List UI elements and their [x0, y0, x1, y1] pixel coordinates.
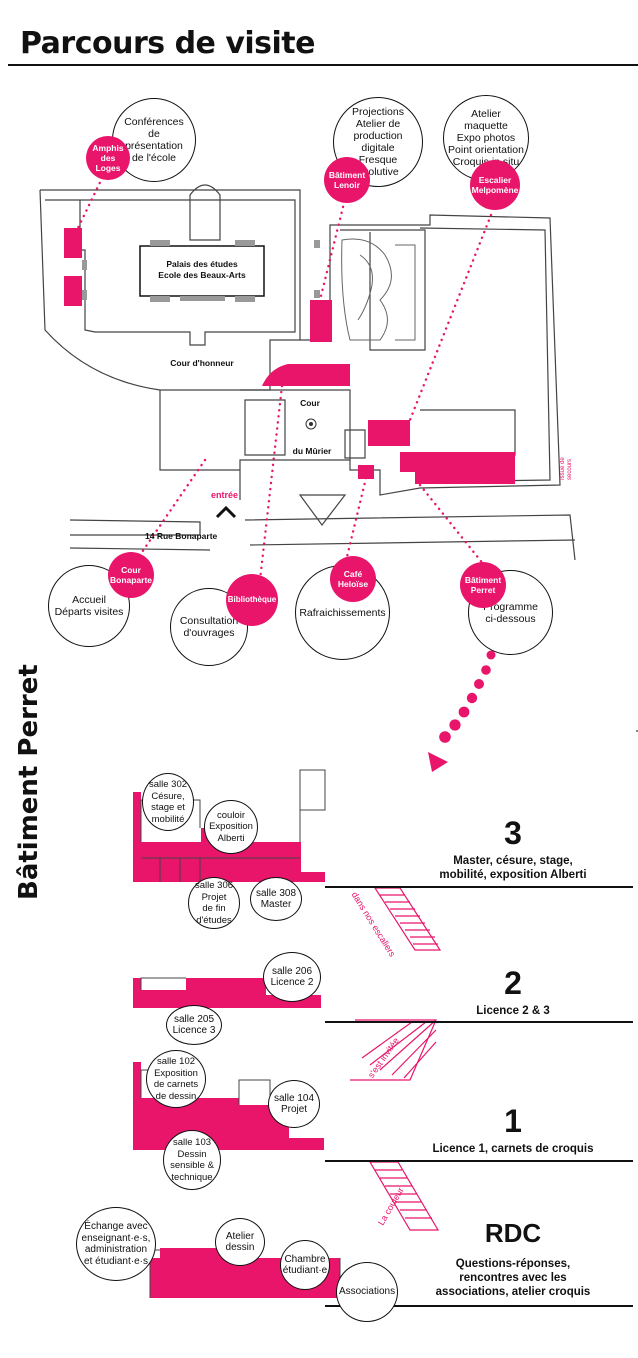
floor-3-number: 3	[504, 815, 522, 851]
page-title: Parcours de visite	[20, 26, 316, 61]
floor-rdc-desc: Questions-réponses, rencontres avec les …	[435, 1258, 591, 1298]
stop-bibliotheque-dot[interactable]: Bibliothèque	[226, 574, 278, 626]
room-205: salle 205 Licence 3	[166, 1005, 222, 1045]
stop-amphis-info: Conférences de présentation de l'école	[112, 98, 196, 182]
room-atelier-dessin: Atelier dessin	[215, 1218, 265, 1266]
room-302: salle 302 Césure, stage et mobilité	[142, 773, 194, 831]
stop-melpomene-info: Atelier maquette Expo photos Point orien…	[443, 95, 529, 181]
stop-perret-info: Programme ci-dessous	[468, 570, 553, 655]
cour-honneur-label: Cour d'honneur	[170, 358, 234, 368]
floor-2-desc: Licence 2 & 3	[476, 1005, 550, 1017]
stop-bibliotheque-info: Consultation d'ouvrages	[170, 588, 248, 666]
room-308: salle 308 Master	[250, 877, 302, 921]
title-rule	[8, 64, 638, 66]
cour-label: Cour	[300, 398, 320, 408]
stop-lenoir-dot[interactable]: Bâtiment Lenoir	[324, 157, 370, 203]
room-306: salle 306 Projet de fin d'études	[188, 877, 240, 929]
stop-cafe-dot[interactable]: Café Heloïse	[330, 556, 376, 602]
stop-amphis-dot[interactable]: Amphis des Loges	[86, 136, 130, 180]
room-chambre: Chambre étudiant·e	[280, 1240, 330, 1290]
room-associations: Associations	[336, 1262, 398, 1322]
rue-label: 14 Rue Bonaparte	[145, 531, 218, 541]
stop-lenoir-info: Projections Atelier de production digita…	[333, 97, 423, 187]
floor-rdc-rule	[325, 1305, 633, 1307]
entree-label: entrée	[211, 490, 239, 500]
room-206: salle 206 Licence 2	[263, 952, 321, 1002]
issue-label: Issue de secours	[560, 457, 573, 480]
murier-label: du Mûrier	[292, 446, 332, 456]
floor-2-rule	[325, 1021, 633, 1023]
stop-perret-dot[interactable]: Bâtiment Perret	[460, 562, 506, 608]
room-102: salle 102 Exposition de carnets de dessi…	[146, 1050, 206, 1108]
room-echange: Échange avec enseignant·e·s, administrat…	[76, 1207, 156, 1281]
floor-1-rule	[325, 1160, 633, 1162]
stop-bonaparte-dot[interactable]: Cour Bonaparte	[108, 552, 154, 598]
floor-3-desc: Master, césure, stage, mobilité, exposit…	[439, 855, 587, 881]
floor-rdc-number: RDC	[484, 1218, 542, 1248]
room-103: salle 103 Dessin sensible & technique	[163, 1130, 221, 1190]
room-couloir: couloir Exposition Alberti	[204, 800, 258, 854]
floor-2-number: 2	[504, 965, 522, 1001]
room-104: salle 104 Projet	[268, 1080, 320, 1128]
stop-melpomene-dot[interactable]: Escalier Melpomène	[470, 160, 520, 210]
floor-3-rule	[325, 886, 633, 888]
floor-1-desc: Licence 1, carnets de croquis	[432, 1143, 594, 1155]
floor-1-number: 1	[504, 1103, 522, 1139]
palais-label: Palais des études Ecole des Beaux-Arts	[158, 259, 246, 280]
perret-title: Bâtiment Perret	[14, 664, 44, 900]
